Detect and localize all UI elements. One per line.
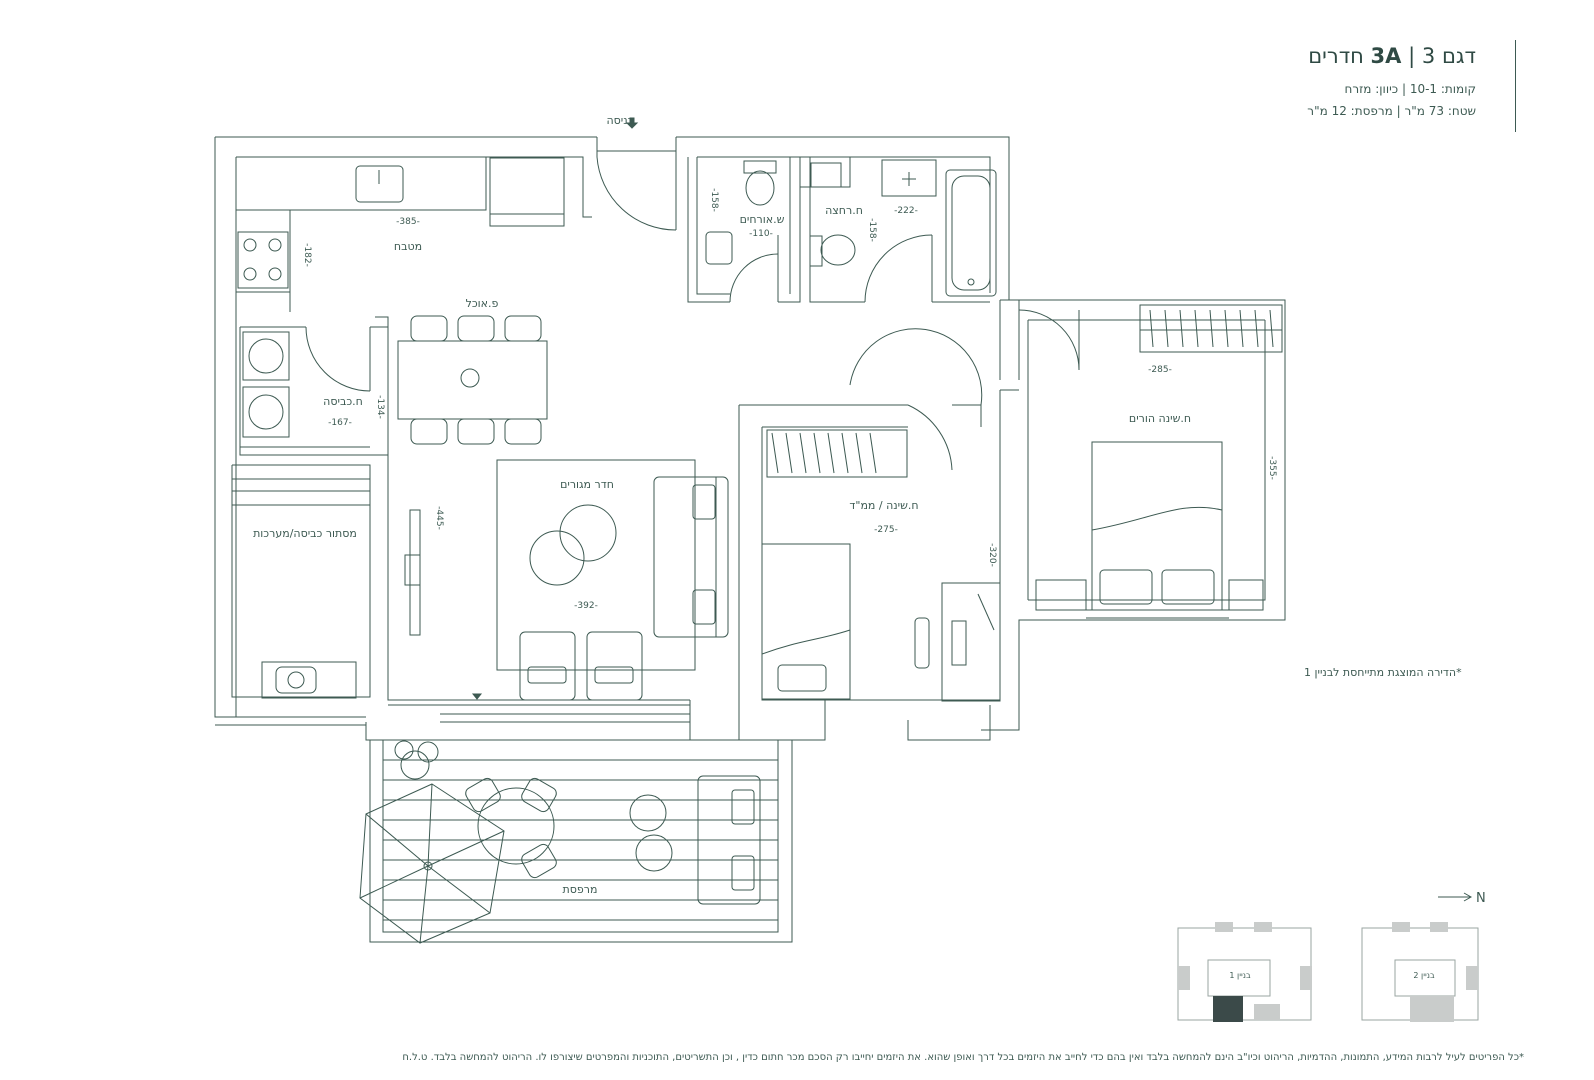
dim-master-w: -285- [1148, 365, 1172, 375]
master-bed [1091, 441, 1223, 611]
laundry-label: ח.כביסה [323, 395, 363, 408]
nightstand [1228, 579, 1264, 611]
balcony-label: מרפסת [563, 883, 598, 896]
mamad-bed [761, 543, 851, 700]
balcony-stools [629, 794, 673, 872]
bathroom [800, 157, 997, 303]
armchairs [519, 631, 643, 701]
building2-label: בניין 2 [1413, 971, 1435, 980]
living-label: חדר מגורים [560, 478, 614, 491]
balcony-sofa [697, 775, 761, 905]
dim-living-h: -445- [434, 506, 444, 530]
laundry-room [239, 326, 389, 456]
umbrella-icon [359, 783, 505, 944]
dim-living-w: -392- [574, 601, 598, 611]
laundry-screen-label: מסתור כביסה/מערכות [253, 527, 357, 540]
laundry-screen [231, 464, 371, 699]
dim-bath-h: -158- [867, 218, 877, 242]
cooktop-icon [237, 231, 289, 289]
model-code: 3A [1370, 44, 1402, 68]
master-bedroom [999, 300, 1283, 619]
exterior-walls [214, 136, 1286, 731]
floors-direction: קומות: 10-1 | כיוון: מזרח [1344, 82, 1476, 96]
key-map: N בניין 1 בניין 2 [1177, 891, 1486, 1022]
dim-master-h: -355- [1267, 456, 1277, 480]
dim-laundry-w: -167- [328, 418, 352, 428]
north-arrow-icon [1438, 892, 1473, 902]
mamad-wardrobe [766, 429, 908, 478]
header-divider [1515, 40, 1516, 132]
dim-kitchen-w: -385- [396, 217, 420, 227]
entrance-label: כניסה [606, 114, 633, 127]
sofa [653, 476, 729, 638]
balcony [359, 739, 793, 944]
dining-table [397, 315, 548, 445]
balcony-table [465, 777, 557, 879]
balcony-plant [394, 740, 439, 780]
dim-wc-w: -110- [749, 229, 773, 239]
building1-label: בניין 1 [1229, 971, 1251, 980]
disclaimer: *כל הפריטים לעיל לרבות המידע, התמונות, ה… [402, 1052, 1524, 1063]
master-wardrobe [1139, 304, 1283, 353]
living-window [365, 699, 826, 741]
model-label: דגם [1441, 44, 1476, 68]
building1-keymap [1177, 922, 1312, 1022]
living-room [375, 316, 729, 706]
fridge [489, 157, 565, 227]
north-label: N [1476, 891, 1486, 906]
dining-chairs [410, 315, 542, 445]
dim-wc-h: -158- [709, 188, 719, 212]
model-title: דגם 3A | 3 חדרים [1308, 44, 1476, 68]
building2-keymap [1361, 922, 1479, 1022]
kitchen-counters [235, 157, 565, 312]
bedroom-mamad [738, 328, 1001, 741]
dim-mamad-h: -320- [987, 543, 997, 567]
entrance-door [596, 117, 677, 231]
area-info: שטח: 73 מ"ר | מרפסת: 12 מ"ר [1307, 104, 1476, 118]
mamad-label: ח.שינה / ממ"ד [849, 499, 918, 512]
bath-label: ח.רחצה [825, 204, 863, 217]
kitchen-sink [355, 165, 404, 203]
kitchen-label: מטבח [394, 240, 422, 253]
living-rug [496, 459, 696, 671]
dim-laundry-h: -134- [375, 395, 385, 419]
dim-mamad-w: -275- [874, 525, 898, 535]
desk [914, 582, 1001, 702]
dining-label: פ.אוכל [466, 297, 499, 310]
nightstand [1035, 579, 1087, 611]
dim-kitchen-h: -182- [302, 243, 312, 267]
guest-wc [687, 157, 801, 303]
guest-wc-label: ש.אורחים [740, 213, 785, 226]
master-label: ח.שינה הורים [1129, 412, 1191, 425]
dim-bath-w: -222- [894, 206, 918, 216]
building-note: *הדירה המוצגת מתייחסת לבניין 1 [1304, 666, 1462, 679]
rooms-count: 3 חדרים [1308, 44, 1436, 68]
